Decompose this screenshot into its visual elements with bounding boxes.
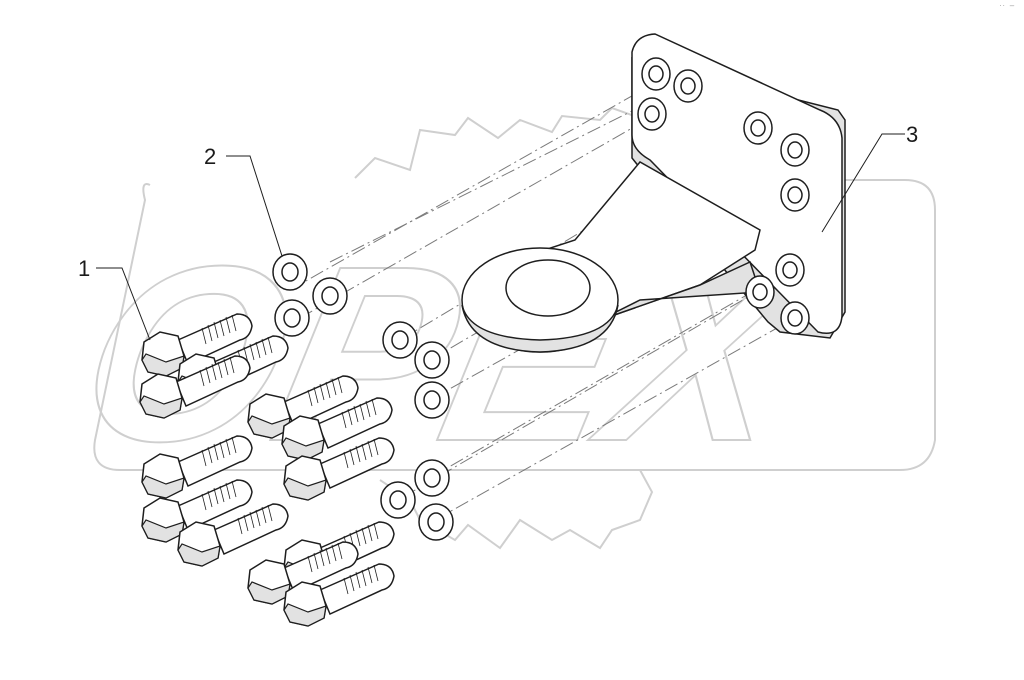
washer [380, 481, 416, 519]
guide-line [289, 79, 661, 291]
callout-3-label: 3 [906, 122, 918, 147]
washer [272, 253, 308, 291]
towing-eye-bracket [461, 33, 846, 353]
washer [312, 277, 348, 315]
callout-2: 2 [204, 144, 283, 257]
plate-hole [782, 261, 798, 279]
callout-3: 3 [821, 122, 918, 233]
guide-line [329, 81, 691, 263]
towing-eye-ring-side [461, 304, 619, 353]
callout-3-leader [821, 133, 905, 233]
washer [414, 341, 450, 379]
washer [418, 503, 454, 541]
plate-hole [752, 283, 768, 301]
guide-line [434, 317, 796, 521]
plate-hole [680, 77, 696, 95]
callout-2-leader [226, 155, 283, 257]
corner-mark: ·· − [999, 2, 1016, 10]
plate-hole [750, 119, 766, 137]
washers [272, 253, 454, 541]
plate-hole [787, 141, 803, 159]
guide-line [397, 289, 761, 501]
callout-2-label: 2 [204, 144, 216, 169]
washer [274, 299, 310, 337]
plate-hole [644, 105, 660, 123]
washer [414, 459, 450, 497]
plate-bolt-holes [637, 57, 810, 335]
washer [414, 381, 450, 419]
plate-hole [648, 65, 664, 83]
towing-eye-hole [505, 259, 591, 317]
washer [382, 321, 418, 359]
guide-line [299, 114, 656, 319]
guide-line [429, 269, 791, 479]
plate-hole [787, 309, 803, 327]
callouts: 1 2 3 [78, 122, 918, 341]
watermark-oval-outline [93, 179, 936, 471]
plate-hole [787, 186, 803, 204]
callout-1-leader [96, 267, 151, 341]
callout-1: 1 [78, 256, 151, 341]
callout-1-label: 1 [78, 256, 90, 281]
